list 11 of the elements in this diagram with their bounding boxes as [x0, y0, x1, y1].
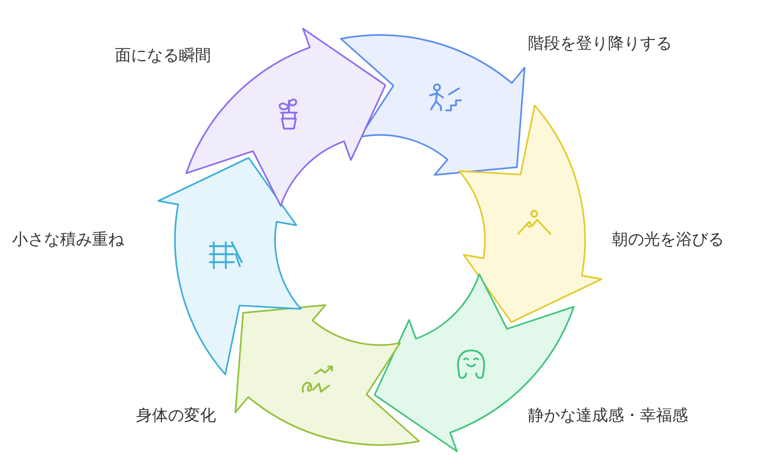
step-label: 小さな積み重ね [12, 230, 124, 250]
curved-arrow-segment [340, 34, 526, 176]
step-label: 階段を登り降りする [528, 34, 672, 54]
step-label: 身体の変化 [136, 406, 216, 426]
curved-arrow-segment [374, 273, 575, 452]
step-label: 静かな達成感・幸福感 [528, 406, 688, 426]
curved-arrow-segment [458, 104, 602, 323]
step-label: 朝の光を浴びる [612, 230, 724, 250]
curved-arrow-segment [158, 157, 302, 376]
curved-arrow-segment [234, 304, 420, 446]
step-label: 面になる瞬間 [115, 46, 211, 66]
